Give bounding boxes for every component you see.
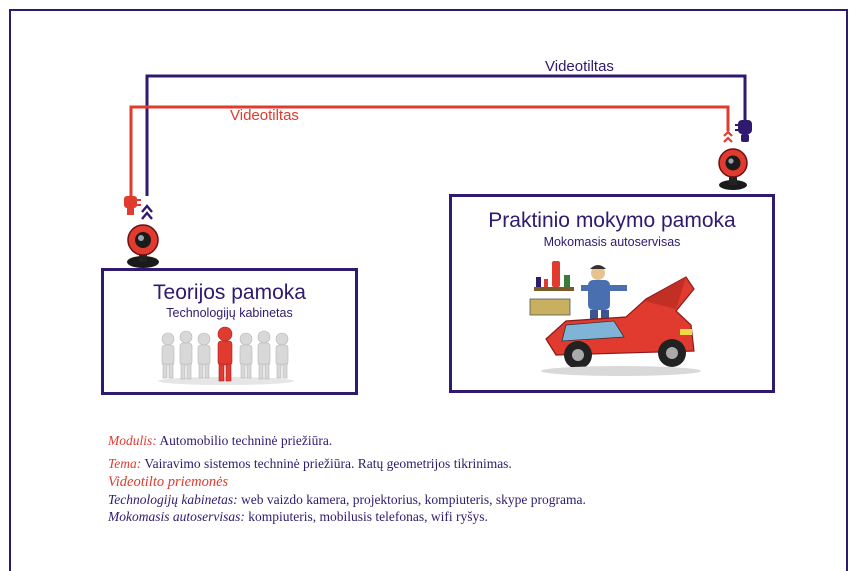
practice-lesson-box: Praktinio mokymo pamoka Mokomasis autose… [449, 194, 775, 393]
blue-videotiltas-line [145, 74, 747, 196]
red-videotiltas-label: Videotiltas [230, 107, 299, 124]
webcam-icon [718, 148, 748, 190]
service-line: Mokomasis autoservisas: kompiuteris, mob… [108, 508, 586, 525]
service-key: Mokomasis autoservisas: [108, 509, 245, 524]
practice-subtitle: Mokomasis autoservisas [543, 235, 681, 249]
theory-title: Teorijos pamoka [153, 281, 306, 304]
tech-room-value: web vaizdo kamera, projektorius, kompiut… [237, 492, 586, 507]
blue-videotiltas-label: Videotiltas [545, 58, 614, 75]
theory-subtitle: Technologijų kabinetas [166, 306, 293, 320]
tools-heading: Videotilto priemonės [108, 474, 229, 490]
practice-title: Praktinio mokymo pamoka [488, 209, 736, 232]
module-key: Modulis: [108, 433, 157, 448]
diagram-frame [9, 9, 848, 571]
blue-plug-icon [735, 120, 752, 142]
tech-room-line: Technologijų kabinetas: web vaizdo kamer… [108, 491, 586, 508]
module-value: Automobilio techninė priežiūra. [156, 433, 333, 448]
red-plug-icon [124, 196, 141, 215]
service-value: kompiuteris, mobilusis telefonas, wifi r… [244, 509, 488, 524]
topic-value: Vairavimo sistemos techninė priežiūra. R… [141, 456, 512, 471]
tech-room-key: Technologijų kabinetas: [108, 492, 238, 507]
red-chevron-icon [723, 130, 733, 143]
module-line: Modulis: Automobilio techninė priežiūra. [108, 432, 586, 449]
mechanic-repairing-car-illustration [529, 261, 701, 376]
topic-line: Tema: Vairavimo sistemos techninė prieži… [108, 455, 586, 472]
lesson-notes: Modulis: Automobilio techninė priežiūra.… [108, 432, 586, 525]
red-videotiltas-line [129, 105, 730, 196]
webcam-icon [127, 224, 159, 268]
blue-chevron-icon [141, 204, 153, 220]
theory-lesson-box: Teorijos pamoka Technologijų kabinetas [101, 268, 358, 395]
topic-key: Tema: [108, 456, 142, 471]
people-group-illustration [158, 326, 294, 385]
